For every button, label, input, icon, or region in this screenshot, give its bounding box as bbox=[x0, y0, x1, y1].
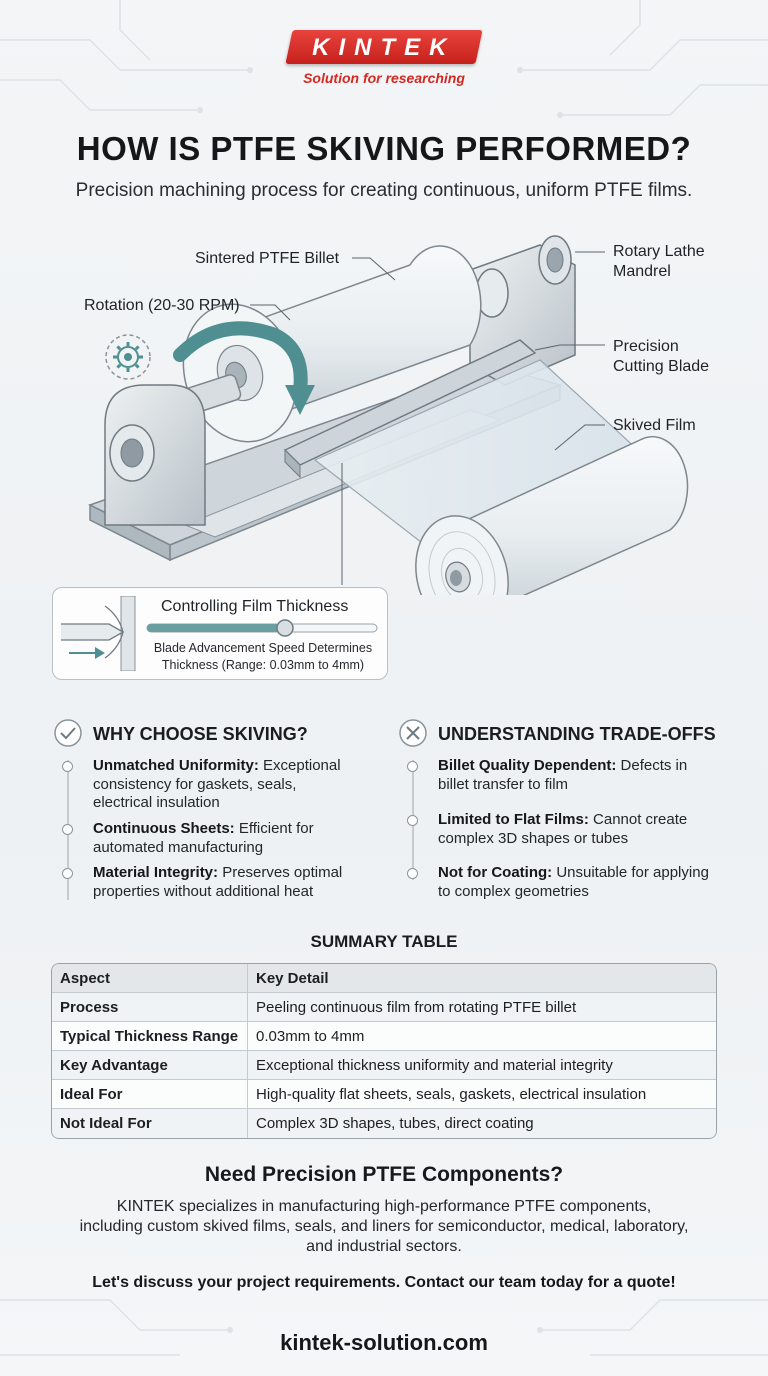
why-item-continuous: Continuous Sheets: Efficient for automat… bbox=[93, 820, 314, 856]
table-cell-aspect: Not Ideal For bbox=[52, 1109, 248, 1138]
cta-title: Need Precision PTFE Components? bbox=[204, 1163, 564, 1186]
table-cell-aspect: Typical Thickness Range bbox=[52, 1022, 248, 1051]
table-cell-detail: Complex 3D shapes, tubes, direct coating bbox=[248, 1109, 716, 1138]
table-row: Process Peeling continuous film from rot… bbox=[52, 993, 716, 1022]
why-item-integrity: Material Integrity: Preserves optimal pr… bbox=[93, 864, 343, 900]
close-circle-icon bbox=[399, 719, 427, 747]
table-row: Typical Thickness Range 0.03mm to 4mm bbox=[52, 1022, 716, 1051]
tradeoff-item-coating: Not for Coating: Unsuitable for applying… bbox=[438, 864, 709, 900]
table-header-row: Aspect Key Detail bbox=[52, 964, 716, 993]
label-mandrel-line2: Mandrel bbox=[613, 263, 671, 280]
thickness-slider-knob[interactable] bbox=[276, 619, 294, 637]
page-subtitle: Precision machining process for creating… bbox=[75, 180, 693, 201]
thickness-description: Blade Advancement Speed Determines Thick… bbox=[143, 640, 383, 674]
table-row: Ideal For High-quality flat sheets, seal… bbox=[52, 1080, 716, 1109]
bullet-dot bbox=[62, 868, 73, 879]
skived-film-roll bbox=[415, 435, 689, 595]
leader-lines bbox=[250, 251, 605, 585]
table-cell-detail: Peeling continuous film from rotating PT… bbox=[248, 993, 716, 1022]
left-headstock bbox=[104, 384, 206, 526]
tradeoff-item-flat: Limited to Flat Films: Cannot create com… bbox=[438, 811, 688, 847]
bullet-dot bbox=[62, 824, 73, 835]
footer-website-link[interactable]: kintek-solution.com bbox=[280, 1330, 488, 1355]
label-skived-film: Skived Film bbox=[613, 417, 696, 434]
bullet-dot bbox=[407, 761, 418, 772]
arrow-right-icon bbox=[69, 647, 105, 659]
table-cell-detail: High-quality flat sheets, seals, gaskets… bbox=[248, 1080, 716, 1109]
why-choose-heading: WHY CHOOSE SKIVING? bbox=[93, 724, 308, 744]
tradeoffs-heading: UNDERSTANDING TRADE-OFFS bbox=[438, 724, 716, 744]
rotation-arrow bbox=[173, 321, 315, 415]
thickness-title: Controlling Film Thickness bbox=[161, 598, 349, 615]
table-header-cell: Aspect bbox=[52, 964, 248, 993]
gear-icon bbox=[105, 334, 151, 380]
table-cell-aspect: Key Advantage bbox=[52, 1051, 248, 1080]
thickness-desc-line2: Thickness (Range: 0.03mm to 4mm) bbox=[161, 658, 365, 672]
label-mandrel-line1: Rotary Lathe bbox=[613, 243, 705, 260]
bullet-dot bbox=[62, 761, 73, 772]
brand-logo-text: KINTEK bbox=[312, 34, 456, 61]
why-item-uniformity: Unmatched Uniformity: Exceptional consis… bbox=[93, 757, 341, 811]
table-cell-aspect: Process bbox=[52, 993, 248, 1022]
table-cell-aspect: Ideal For bbox=[52, 1080, 248, 1109]
summary-table-title: SUMMARY TABLE bbox=[310, 932, 458, 951]
table-cell-detail: Exceptional thickness uniformity and mat… bbox=[248, 1051, 716, 1080]
label-sintered-billet: Sintered PTFE Billet bbox=[195, 250, 340, 267]
precision-cutting-blade bbox=[283, 339, 537, 479]
table-row: Not Ideal For Complex 3D shapes, tubes, … bbox=[52, 1109, 716, 1138]
bullet-dot bbox=[407, 815, 418, 826]
cta-body-line3: and industrial sectors. bbox=[306, 1238, 462, 1255]
cta-body: KINTEK specializes in manufacturing high… bbox=[40, 1197, 728, 1257]
thickness-desc-line1: Blade Advancement Speed Determines bbox=[153, 641, 373, 655]
page-title: HOW IS PTFE SKIVING PERFORMED? bbox=[76, 130, 692, 167]
brand-logo: KINTEK bbox=[0, 30, 768, 69]
cta-body-line2: including custom skived films, seals, an… bbox=[79, 1218, 689, 1235]
label-rotation: Rotation (20-30 RPM) bbox=[84, 297, 240, 314]
checkmark-circle-icon bbox=[54, 719, 82, 747]
skiving-machine-illustration bbox=[88, 235, 689, 595]
label-blade-line1: Precision bbox=[613, 338, 679, 355]
table-header-cell: Key Detail bbox=[248, 964, 716, 993]
brand-tagline: Solution for researching bbox=[303, 70, 465, 86]
thickness-slider[interactable] bbox=[145, 618, 381, 638]
cta-body-line1: KINTEK specializes in manufacturing high… bbox=[116, 1198, 652, 1215]
table-row: Key Advantage Exceptional thickness unif… bbox=[52, 1051, 716, 1080]
blade-profile-icon bbox=[61, 596, 136, 671]
tradeoff-item-billet: Billet Quality Dependent: Defects in bil… bbox=[438, 757, 688, 793]
label-blade-line2: Cutting Blade bbox=[613, 358, 710, 375]
table-cell-detail: 0.03mm to 4mm bbox=[248, 1022, 716, 1051]
cta-contact-line[interactable]: Let's discuss your project requirements.… bbox=[92, 1274, 676, 1291]
bullet-dot bbox=[407, 868, 418, 879]
thickness-control-panel: Controlling Film Thickness Blade Advance… bbox=[52, 587, 388, 680]
summary-table: Aspect Key Detail Process Peeling contin… bbox=[51, 963, 717, 1139]
